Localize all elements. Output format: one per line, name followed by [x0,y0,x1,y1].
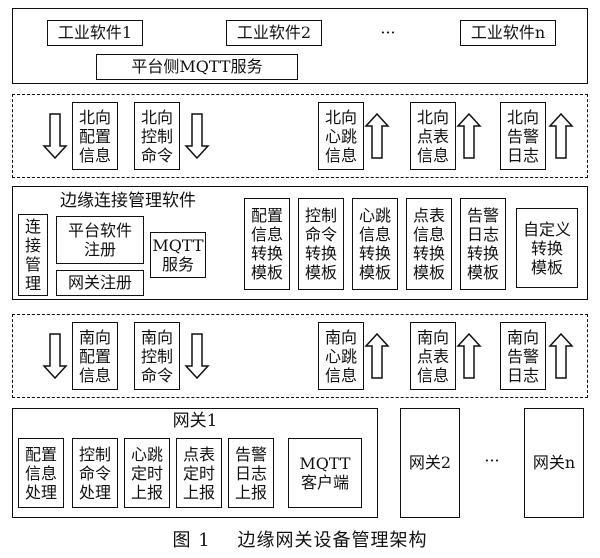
control-command-processing: 控制 命令 处理 [72,438,118,508]
south-control-command: 南向 控制 命令 [134,322,180,390]
alarm-log-template: 告警 日志 转换 模板 [460,198,506,290]
industrial-software-n: 工业软件n [460,20,556,46]
south-heartbeat-info: 南向 心跳 信息 [318,322,364,390]
south-point-table-info: 南向 点表 信息 [410,322,456,390]
gateway-registration: 网关注册 [56,270,144,296]
connection-management: 连 接 管 理 [18,214,48,296]
south-alarm-log: 南向 告警 日志 [500,322,546,390]
platform-mqtt-service: 平台侧MQTT服务 [96,54,298,80]
north-down-arrow-2 [185,113,209,159]
north-control-command: 北向 控制 命令 [134,102,180,170]
point-table-info-template: 点表 信息 转换 模板 [406,198,452,290]
north-up-arrow-2 [457,113,481,159]
figure-caption: 图 1 边缘网关设备管理架构 [172,530,428,551]
alarm-log-report: 告警 日志 上报 [228,438,274,508]
platform-software-registration: 平台软件 注册 [56,216,144,264]
industrial-software-2: 工业软件2 [226,20,322,46]
north-band [12,94,588,178]
edge-connection-software-title: 边缘连接管理软件 [60,191,196,211]
gateway-ellipsis: ··· [484,451,500,470]
config-info-template: 配置 信息 转换 模板 [244,198,290,290]
config-info-processing: 配置 信息 处理 [18,438,64,508]
top-ellipsis: ··· [380,23,396,42]
gateway-1-title: 网关1 [172,411,218,431]
north-point-table-info: 北向 点表 信息 [410,102,456,170]
heartbeat-scheduled-report: 心跳 定时 上报 [124,438,170,508]
north-up-arrow-3 [549,113,573,159]
north-heartbeat-info: 北向 心跳 信息 [318,102,364,170]
south-down-arrow-1 [43,333,67,379]
north-alarm-log: 北向 告警 日志 [500,102,546,170]
mqtt-service-module: MQTT 服务 [150,232,206,278]
south-up-arrow-2 [457,333,481,379]
south-up-arrow-3 [549,333,573,379]
south-down-arrow-2 [185,333,209,379]
control-command-template: 控制 命令 转换 模板 [298,198,344,290]
gateway-2: 网关2 [400,408,460,518]
north-up-arrow-1 [365,113,389,159]
mqtt-client: MQTT 客户端 [288,438,362,508]
south-config-info: 南向 配置 信息 [72,322,118,390]
north-config-info: 北向 配置 信息 [72,102,118,170]
south-up-arrow-1 [365,333,389,379]
gateway-n: 网关n [524,408,584,518]
industrial-software-1: 工业软件1 [47,20,143,46]
point-table-scheduled-report: 点表 定时 上报 [176,438,222,508]
north-down-arrow-1 [43,113,67,159]
custom-template: 自定义 转换 模板 [516,208,578,288]
heartbeat-info-template: 心跳 信息 转换 模板 [352,198,398,290]
south-band [12,314,588,398]
